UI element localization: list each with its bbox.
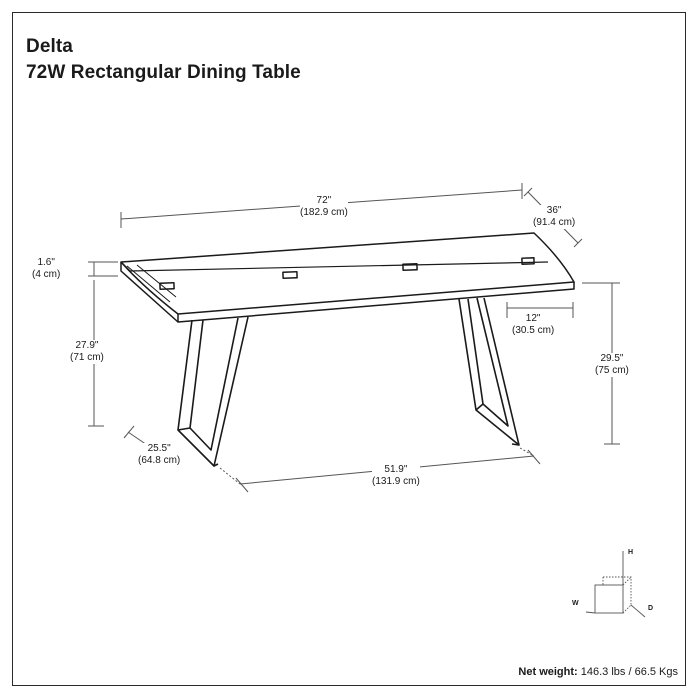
right-leg-foot (475, 403, 520, 446)
butterfly-joint (282, 271, 298, 279)
dim-between-legs-extension (519, 447, 535, 457)
dim-depth-tick (523, 187, 533, 197)
product-description: 72W Rectangular Dining Table (26, 62, 301, 83)
dim-depth-label: 36" (91.4 cm) (533, 205, 576, 229)
dim-leg-depth-label: 25.5" (64.8 cm) (138, 443, 181, 467)
dim-depth-tick (573, 238, 583, 248)
left-leg-inner (189, 317, 239, 451)
left-leg-outer (177, 316, 249, 467)
dim-clearance-label: 27.9" (71 cm) (70, 340, 104, 364)
right-leg (458, 297, 520, 446)
dim-height-label: 29.5" (75 cm) (595, 353, 629, 377)
butterfly-joint (159, 282, 175, 290)
net-weight-label: Net weight: (518, 666, 578, 678)
left-leg (177, 316, 249, 467)
table-top-seam-end (120, 261, 131, 272)
axis-cube-icon (585, 551, 646, 618)
table-top-edge (177, 282, 575, 323)
dim-between-legs-label: 51.9" (131.9 cm) (372, 464, 420, 488)
cube-front (594, 584, 624, 614)
net-weight-value: 146.3 lbs / 66.5 Kgs (580, 666, 678, 678)
product-title: Delta 72W Rectangular Dining Table (26, 34, 301, 86)
dim-thickness-label: 1.6" (4 cm) (32, 257, 61, 281)
butterfly-joint (402, 263, 418, 271)
table-top-surface (120, 232, 575, 315)
dim-between-legs-extension (219, 467, 241, 485)
axis-d-line (630, 604, 646, 618)
right-leg-outer (458, 297, 520, 446)
dim-between-legs-tick (527, 449, 541, 465)
dim-overhang-label: 12" (30.5 cm) (512, 313, 555, 337)
dimension-lines (88, 183, 620, 493)
table-top-end-edge (120, 262, 179, 323)
right-leg-inner (467, 297, 509, 427)
outer-frame (12, 12, 686, 686)
product-name: Delta (26, 36, 73, 57)
axis-d-label: D (648, 605, 654, 612)
table-top (120, 232, 575, 323)
cube-back (602, 576, 632, 614)
axis-w-label: W (572, 600, 579, 607)
butterfly-joint (521, 257, 535, 265)
left-leg-foot (177, 427, 219, 467)
dim-width-label: 72" (182.9 cm) (300, 195, 348, 219)
dim-leg-depth-tick (123, 425, 135, 439)
net-weight: Net weight: 146.3 lbs / 66.5 Kgs (518, 666, 678, 678)
table-top-end-lines (126, 264, 177, 303)
dim-between-legs-tick (235, 477, 249, 493)
axis-h-label: H (628, 549, 634, 556)
table-top-seam (129, 261, 549, 272)
axis-w-line (585, 611, 596, 614)
